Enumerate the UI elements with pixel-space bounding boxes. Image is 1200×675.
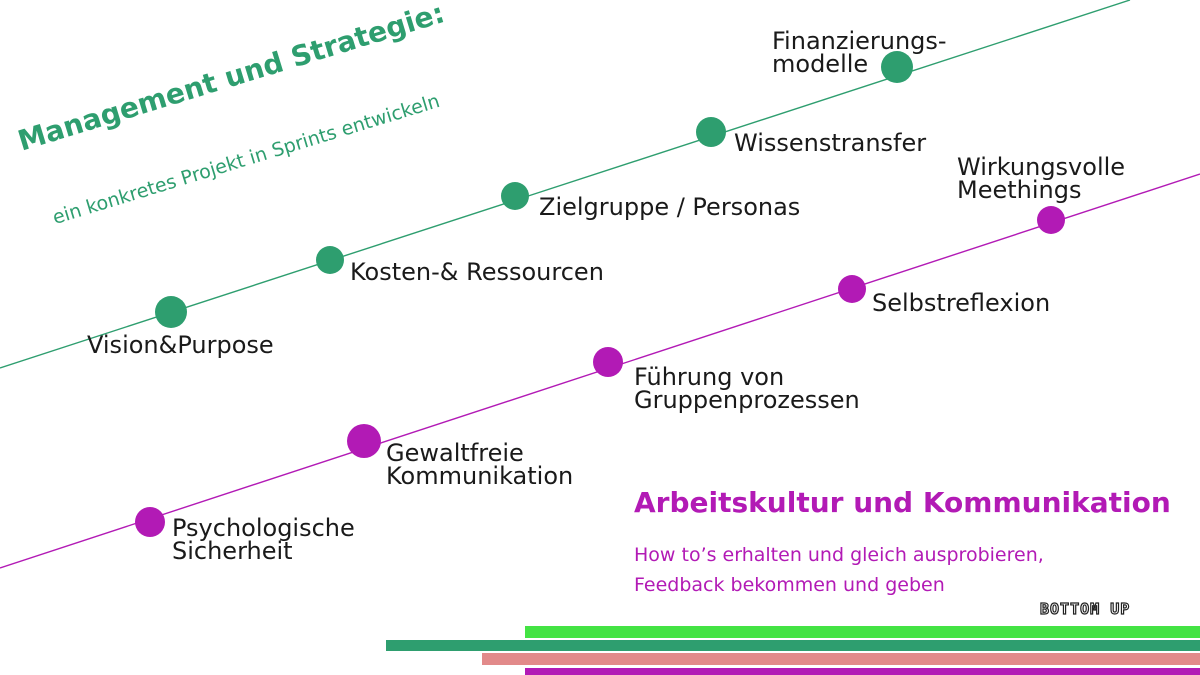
milestone-label-wirkung: Wirkungsvolle Meethings — [957, 153, 1126, 204]
culture-title: Arbeitskultur und Kommunikation — [634, 486, 1171, 519]
bottom-up-logo: BOTTOM UP — [1039, 599, 1131, 618]
milestone-dot-wissen — [696, 117, 726, 147]
milestone-label-selbst: Selbstreflexion — [872, 289, 1051, 317]
milestone-dot-psych — [135, 507, 165, 537]
milestone-dot-vision — [155, 296, 187, 328]
milestone-label-gewalt: Gewaltfreie Kommunikation — [386, 439, 574, 490]
culture-subtitle: How to’s erhalten und gleich ausprobiere… — [634, 544, 1044, 596]
milestone-label-zielgruppe: Zielgruppe / Personas — [539, 193, 801, 221]
management-timeline-line — [0, 0, 1131, 369]
milestone-label-finanz: Finanzierungs- modelle — [772, 27, 947, 78]
milestone-label-vision: Vision&Purpose — [87, 331, 274, 359]
stripe-salmon — [482, 653, 1200, 665]
milestone-dot-selbst — [838, 275, 866, 303]
milestone-dot-zielgruppe — [501, 182, 529, 210]
milestone-label-wissen: Wissenstransfer — [734, 129, 927, 157]
milestone-dot-finanz — [881, 51, 913, 83]
milestone-dot-kosten — [316, 246, 344, 274]
stripe-purple — [525, 668, 1200, 675]
milestone-dot-gewalt — [347, 424, 381, 458]
stripe-green — [386, 640, 1200, 651]
milestone-label-fuehrung: Führung von Gruppenprozessen — [634, 363, 860, 414]
stripe-lime — [525, 626, 1200, 638]
milestone-label-kosten: Kosten-& Ressourcen — [350, 258, 604, 286]
milestone-dot-wirkung — [1037, 206, 1065, 234]
milestone-dot-fuehrung — [593, 347, 623, 377]
milestone-label-psych: Psychologische Sicherheit — [172, 514, 355, 565]
